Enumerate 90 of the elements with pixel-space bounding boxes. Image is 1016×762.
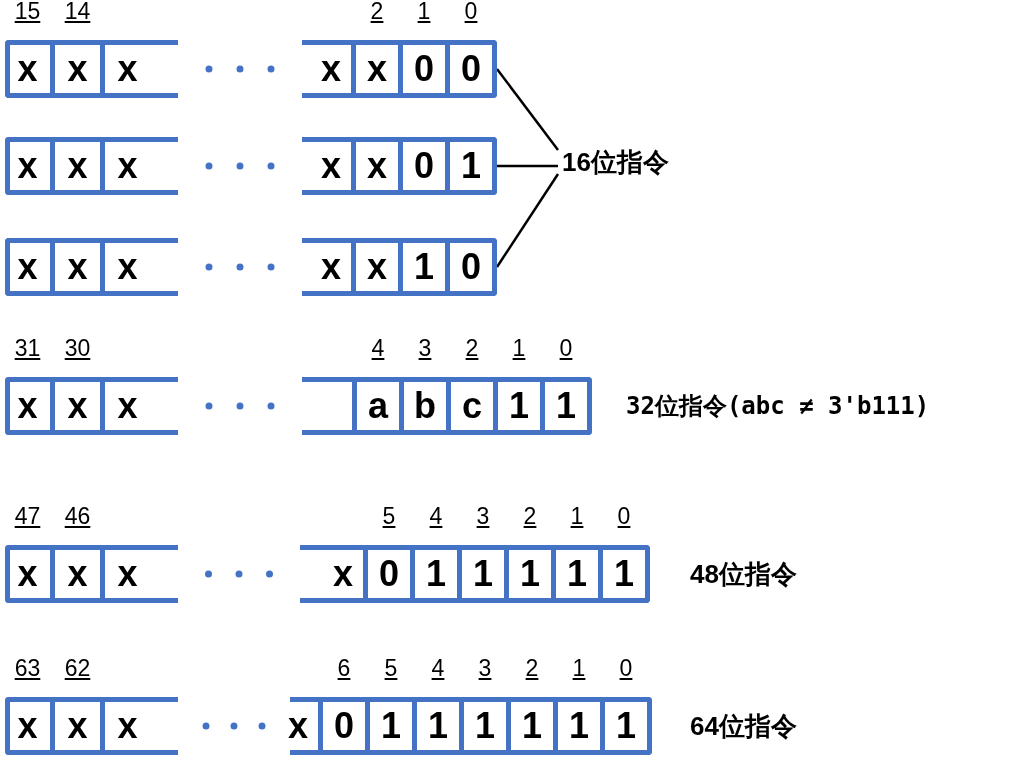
cell-value: 1 xyxy=(568,704,590,748)
bit-number: 3 xyxy=(478,654,492,682)
cell-value: x xyxy=(366,144,388,188)
cell-value: 1 xyxy=(615,704,637,748)
cell-value: x xyxy=(66,245,89,289)
bit-number: 0 xyxy=(619,654,633,682)
bit-number: 5 xyxy=(382,502,396,530)
cell-value: x xyxy=(66,47,89,91)
cell-value: x xyxy=(16,144,39,188)
cell-value: x xyxy=(320,144,342,188)
register-segment xyxy=(5,238,178,296)
bit-number: 3 xyxy=(418,334,432,362)
cell-value: a xyxy=(367,384,390,428)
cell-value: 1 xyxy=(460,144,482,188)
cell-value: b xyxy=(413,384,437,428)
cell-value: 1 xyxy=(566,552,588,596)
bit-number: 47 xyxy=(14,502,41,530)
cell-value: x xyxy=(16,245,39,289)
bit-number: 2 xyxy=(523,502,537,530)
cell-value: 1 xyxy=(521,704,543,748)
cell-value: x xyxy=(287,704,309,748)
bit-number: 1 xyxy=(417,0,431,25)
bit-number: 4 xyxy=(431,654,445,682)
cell-value: 0 xyxy=(413,144,435,188)
bit-number: 63 xyxy=(14,654,41,682)
cell-value: 0 xyxy=(460,245,482,289)
cell-value: x xyxy=(366,245,388,289)
cell-value: 1 xyxy=(474,704,496,748)
instruction-length-label: 64位指令 xyxy=(690,710,797,742)
cell-value: 1 xyxy=(427,704,449,748)
cell-value: x xyxy=(332,552,354,596)
connector-line xyxy=(495,173,560,268)
bit-number: 2 xyxy=(370,0,384,25)
cell-value: 0 xyxy=(413,47,435,91)
cell-value: x xyxy=(116,144,139,188)
cell-value: x xyxy=(66,384,89,428)
cell-value: 1 xyxy=(555,384,577,428)
instruction-length-label: 32位指令(abc ≠ 3'b111) xyxy=(626,391,930,422)
cell-value: c xyxy=(461,384,483,428)
cell-value: x xyxy=(116,384,139,428)
bit-number: 31 xyxy=(14,334,41,362)
cell-value: x xyxy=(320,47,342,91)
bit-number: 0 xyxy=(559,334,573,362)
cell-value: x xyxy=(16,384,39,428)
cell-value: x xyxy=(116,704,139,748)
cell-value: 1 xyxy=(508,384,530,428)
cell-value: x xyxy=(16,47,39,91)
cell-value: x xyxy=(320,245,342,289)
cell-value: 1 xyxy=(613,552,635,596)
cell-value: x xyxy=(116,552,139,596)
cell-value: 1 xyxy=(519,552,541,596)
bit-number: 0 xyxy=(464,0,478,25)
cell-value: 1 xyxy=(380,704,402,748)
bit-number: 1 xyxy=(570,502,584,530)
cell-value: 0 xyxy=(333,704,355,748)
register-segment xyxy=(302,238,497,296)
cell-value: 1 xyxy=(472,552,494,596)
cell-value: x xyxy=(116,47,139,91)
register-segment xyxy=(5,137,178,195)
instruction-length-label: 16位指令 xyxy=(562,146,669,178)
cell-value: x xyxy=(366,47,388,91)
bit-number: 3 xyxy=(476,502,490,530)
bit-number: 14 xyxy=(64,0,91,25)
cell-value: x xyxy=(66,144,89,188)
cell-value: x xyxy=(16,704,39,748)
bit-number: 5 xyxy=(384,654,398,682)
cell-value: x xyxy=(116,245,139,289)
cell-value: x xyxy=(16,552,39,596)
cell-value: x xyxy=(66,552,89,596)
bit-number: 62 xyxy=(64,654,91,682)
cell-value: x xyxy=(66,704,89,748)
bit-number: 4 xyxy=(429,502,443,530)
bit-number: 1 xyxy=(572,654,586,682)
cell-value: 0 xyxy=(460,47,482,91)
bit-number: 0 xyxy=(617,502,631,530)
bit-number: 15 xyxy=(14,0,41,25)
instruction-length-label: 48位指令 xyxy=(690,558,797,590)
bit-number: 4 xyxy=(371,334,385,362)
cell-value: 0 xyxy=(378,552,400,596)
bit-number: 2 xyxy=(465,334,479,362)
bit-number: 6 xyxy=(337,654,351,682)
connector-line xyxy=(496,68,559,151)
bit-number: 30 xyxy=(64,334,91,362)
bit-number: 1 xyxy=(512,334,526,362)
cell-value: 1 xyxy=(425,552,447,596)
connector-line xyxy=(497,164,558,168)
register-segment xyxy=(302,137,497,195)
cell-value: 1 xyxy=(413,245,435,289)
bit-number: 46 xyxy=(64,502,91,530)
bit-number: 2 xyxy=(525,654,539,682)
